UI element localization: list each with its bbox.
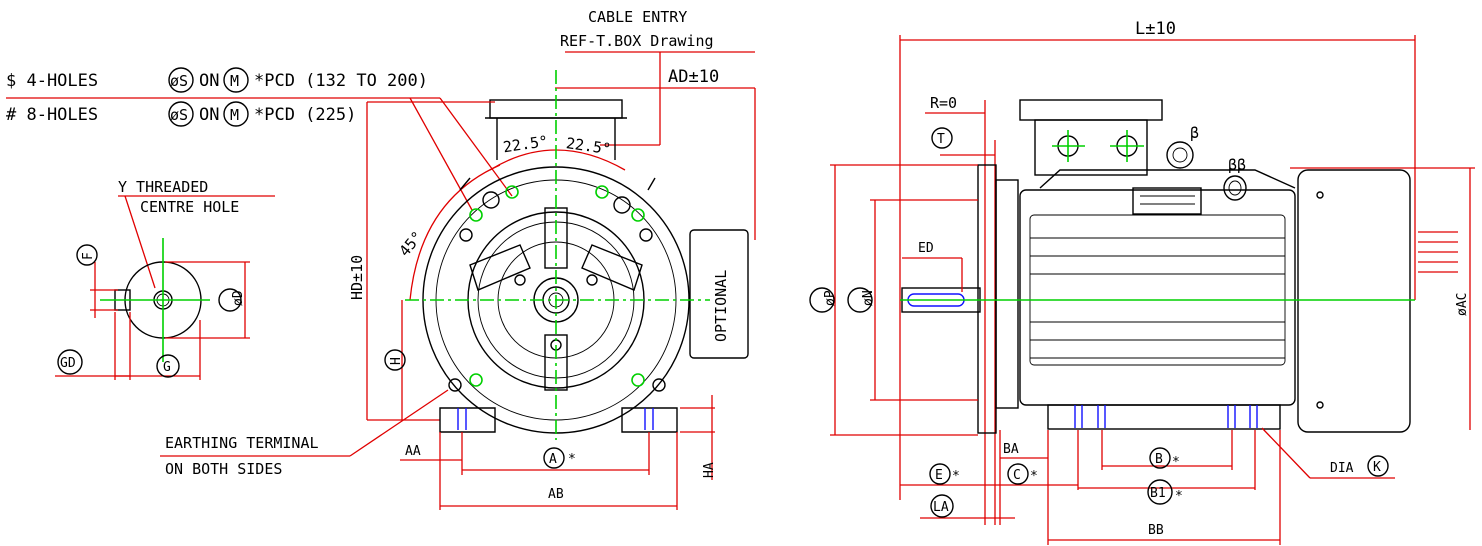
note-on-2: ON	[199, 105, 219, 125]
side-feet	[1047, 404, 1281, 430]
front-view: CABLE ENTRY REF-T.BOX Drawing AD±10 22.5…	[160, 8, 756, 510]
dim-d: øD	[231, 290, 246, 306]
dim-k-circle	[1367, 455, 1389, 477]
note-4-holes: $ 4-HOLES	[6, 71, 98, 91]
leader-to-hole-8	[409, 97, 473, 211]
motor-body	[1019, 189, 1296, 406]
dim-r: R=0	[930, 94, 957, 112]
dim-p-circle	[809, 287, 835, 313]
note-s-2: øS	[170, 106, 188, 124]
dim-la: LA	[933, 500, 949, 515]
dim-k: K	[1373, 460, 1381, 475]
dim-h: H	[389, 357, 404, 365]
note-optional: OPTIONAL	[712, 270, 730, 342]
dim-a-circle	[543, 447, 565, 469]
fan-cover	[1297, 169, 1411, 433]
hole-notes: $ 4-HOLES øS ON M *PCD (132 TO 200) # 8-…	[6, 67, 513, 211]
nameplate	[1132, 187, 1202, 215]
circle-s-1	[168, 67, 194, 93]
dim-b-star: *	[1172, 455, 1180, 470]
note-y-threaded: Y THREADED	[118, 178, 208, 196]
foot-right	[621, 407, 678, 433]
lifting-eye-2	[1223, 175, 1247, 201]
note-dia: DIA	[1330, 461, 1354, 476]
dim-b1-star: *	[1175, 489, 1183, 504]
dim-ad: AD±10	[668, 67, 719, 87]
dim-n: øN	[861, 290, 876, 306]
dim-c-circle	[1007, 463, 1029, 485]
dim-b: B	[1155, 452, 1163, 467]
dim-b1-circle	[1147, 479, 1173, 505]
dim-angle-45: 45°	[395, 228, 426, 260]
note-cable-entry: CABLE ENTRY	[588, 8, 687, 26]
dim-g-circle	[156, 354, 180, 378]
dim-p: øP	[823, 290, 838, 306]
side-terminal-box-lid	[1019, 99, 1163, 121]
shaft-end-detail: Y THREADED CENTRE HOLE øD F GD G	[55, 178, 275, 380]
dim-c-star: *	[1030, 469, 1038, 484]
airflow-arrows	[1418, 231, 1458, 273]
flange	[977, 164, 997, 434]
note-ref-tbox: REF-T.BOX Drawing	[560, 32, 714, 50]
note-8-holes: # 8-HOLES	[6, 105, 98, 125]
note-m-2: M	[230, 106, 239, 124]
dim-c: C	[1013, 468, 1021, 483]
dim-t: T	[937, 132, 945, 147]
dim-bb: BB	[1148, 523, 1164, 538]
note-pcd-8: *PCD (225)	[254, 105, 356, 125]
dim-g: G	[163, 360, 171, 375]
dim-la-circle	[930, 494, 954, 518]
side-view: L±10 R=0 T øP øN ED	[809, 19, 1475, 545]
dim-a-star: *	[568, 452, 576, 467]
dim-ha: HA	[702, 462, 717, 478]
dim-beta: β	[1190, 124, 1199, 142]
note-s-1: øS	[170, 72, 188, 90]
dim-d-circle	[218, 288, 242, 312]
lifting-eye-1	[1166, 141, 1194, 169]
note-earthing: EARTHING TERMINAL	[165, 434, 319, 452]
dim-n-circle	[847, 287, 873, 313]
dim-hd: HD±10	[348, 255, 366, 300]
dim-angle-22a: 22.5°	[502, 132, 549, 156]
note-centre-hole: CENTRE HOLE	[140, 198, 239, 216]
dim-e-circle	[929, 463, 951, 485]
circle-m-1	[223, 67, 249, 93]
dim-gd-circle	[57, 349, 83, 375]
dim-l: L±10	[1135, 19, 1176, 39]
note-on-1: ON	[199, 71, 219, 91]
note-m-1: M	[230, 72, 239, 90]
dim-ac: øAC	[1455, 293, 1470, 316]
dim-f: F	[81, 252, 96, 260]
dim-ba: BA	[1003, 442, 1019, 457]
dim-e: E	[935, 468, 943, 483]
dim-h-circle	[384, 349, 406, 371]
note-pcd-4: *PCD (132 TO 200)	[254, 71, 428, 91]
optional-terminal-box	[689, 229, 749, 359]
leader-to-hole-4	[439, 97, 513, 197]
note-both-sides: ON BOTH SIDES	[165, 460, 282, 478]
side-terminal-box	[1034, 119, 1148, 176]
dim-b1: B1	[1150, 486, 1166, 501]
dim-e-star: *	[952, 469, 960, 484]
dim-f-circle	[76, 244, 98, 266]
foot-left	[439, 407, 496, 433]
dim-aa: AA	[405, 444, 421, 459]
circle-m-2	[223, 101, 249, 127]
dim-b-circle	[1149, 447, 1171, 469]
dim-beta2: ββ	[1228, 156, 1246, 174]
dim-gd: GD	[60, 356, 76, 371]
circle-s-2	[168, 101, 194, 127]
dim-ab: AB	[548, 487, 564, 502]
dim-t-circle	[931, 127, 953, 149]
dim-a: A	[549, 452, 557, 467]
dim-ed: ED	[918, 241, 934, 256]
